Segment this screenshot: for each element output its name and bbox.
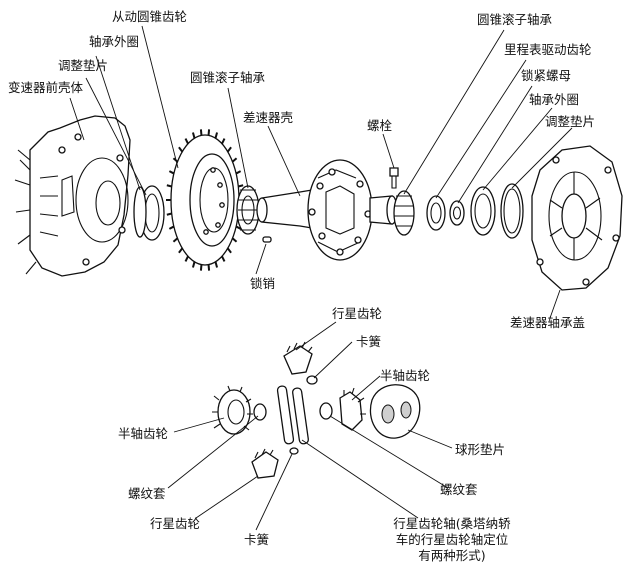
gear-tooth [231,237,238,243]
label-bearing-outer-race-right: 轴承外圈 [529,92,580,107]
leader-lines [69,25,573,531]
label-planet-gear-shaft-note: 行星齿轮轴(桑塔纳轿车的行星齿轮轴定位有两种形式) [393,516,511,563]
differential-bearing-cover-drawing [531,145,623,291]
planet-gear-top-drawing [283,341,318,385]
gear-tooth [214,132,219,139]
gear-tooth [226,247,232,254]
label-threaded-sleeve-right: 螺纹套 [440,482,478,497]
label-bolt: 螺栓 [367,118,393,133]
side-gear-right-drawing [319,387,366,431]
gear-tooth [235,225,242,230]
label-planet-gear-top: 行星齿轮 [332,306,383,321]
label-adjusting-shim-left: 调整垫片 [58,58,109,73]
label-planet-gear-bottom: 行星齿轮 [150,516,201,531]
gear-tooth [172,157,179,163]
label-lock-nut: 锁紧螺母 [521,68,572,83]
gear-tooth [191,261,196,268]
label-side-gear-right: 半轴齿轮 [380,368,431,383]
label-driven-bevel-gear: 从动圆锥齿轮 [112,9,188,24]
gear-tooth [207,264,211,271]
gear-tooth [166,184,172,188]
side-gear-left-drawing [212,385,267,435]
label-differential-bearing-cover: 差速器轴承盖 [510,315,586,330]
gear-tooth [168,225,175,230]
label-side-gear-left: 半轴齿轮 [118,426,169,441]
label-circlip-top: 卡簧 [356,334,382,349]
right-bearing-stack-drawing [393,183,524,239]
label-speedometer-drive-gear: 里程表驱动齿轮 [504,42,592,57]
label-differential-case: 差速器壳 [243,110,294,125]
left-bearing-race-and-shim-drawing [133,185,165,241]
left-tapered-bearing-drawing [236,185,260,235]
label-tapered-roller-bearing-right: 圆锥滚子轴承 [477,12,553,27]
label-circlip-bottom: 卡簧 [244,532,270,547]
gear-tooth [199,264,203,271]
planet-gear-bottom-drawing [251,448,279,479]
gear-tooth [221,255,226,262]
gear-tooth [226,146,232,153]
planet-gear-shafts-drawing [276,385,309,455]
spherical-washer-drawing [369,384,421,439]
gear-tooth [238,184,244,188]
gear-tooth [184,255,189,262]
label-adjusting-shim-right: 调整垫片 [545,114,596,129]
label-threaded-sleeve-left: 螺纹套 [128,486,166,501]
gear-tooth [207,129,211,136]
gear-tooth [235,170,242,175]
gear-tooth [166,212,172,216]
differential-case-drawing [256,159,399,261]
gear-tooth [221,138,226,145]
gear-tooth [214,261,219,268]
gear-tooth [178,247,184,254]
label-tapered-roller-bearing-left: 圆锥滚子轴承 [190,70,266,85]
gear-tooth [184,138,189,145]
label-lock-pin: 锁销 [250,276,276,291]
gear-tooth [168,170,175,175]
transmission-front-housing-drawing [14,115,131,277]
gear-tooth [231,157,238,163]
driven-bevel-gear-drawing [166,129,244,271]
gear-tooth [172,237,179,243]
gear-tooth [191,132,196,139]
label-spherical-washer: 球形垫片 [455,442,506,457]
label-transmission-front-housing: 变速器前壳体 [8,80,84,95]
label-bearing-outer-race-left: 轴承外圈 [89,34,140,49]
gear-tooth [199,129,203,136]
gear-tooth [178,146,184,153]
